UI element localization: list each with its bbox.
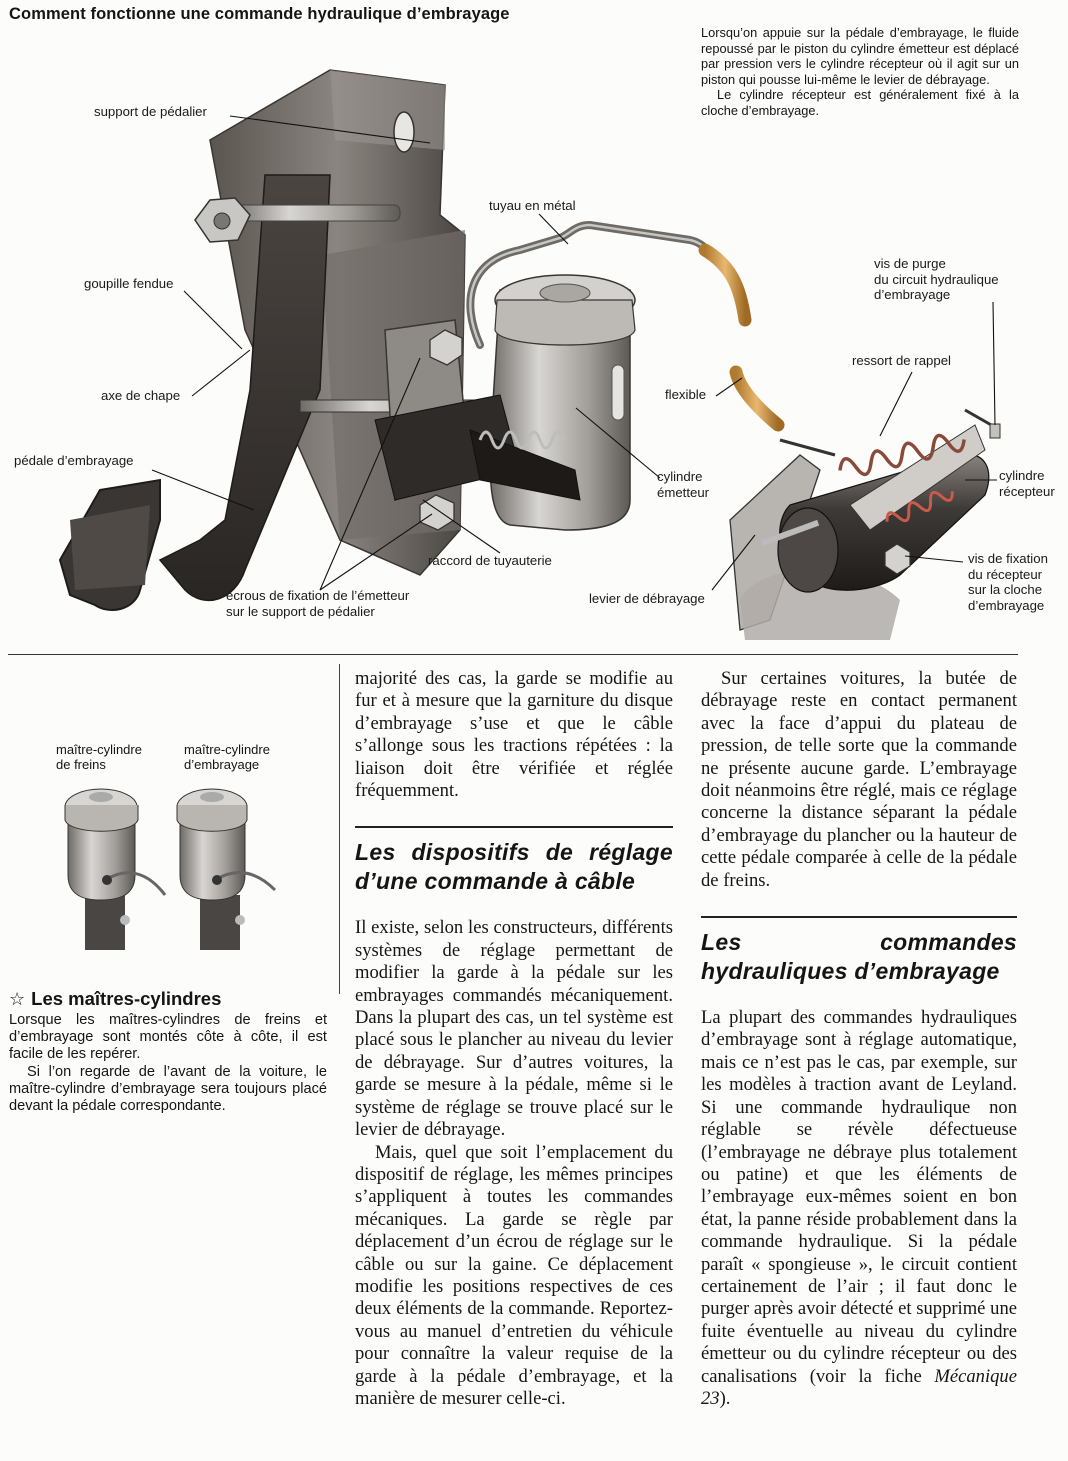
receiver-mounting-screw <box>884 543 911 575</box>
flexible-hose <box>729 365 785 432</box>
slave-cylinder <box>729 424 990 640</box>
sidebar-paragraph: Si l’on regarde de l’avant de la voiture… <box>9 1063 327 1115</box>
label-maitre-cylindre-embrayage: maître-cylindre d’embrayage <box>184 742 270 772</box>
label-vis-purge: vis de purge du circuit hydraulique d’em… <box>874 256 999 303</box>
label-vis-fixation: vis de fixation du récepteur sur la cloc… <box>968 551 1048 613</box>
sidebar-master-cylinders: ☆Les maîtres-cylindres Lorsque les maîtr… <box>9 988 327 1115</box>
label-goupille-fendue: goupille fendue <box>84 276 174 291</box>
heading-rule <box>701 916 1017 919</box>
col2-paragraph: Il existe, selon les constructeurs, diff… <box>355 917 673 1141</box>
section-divider <box>8 654 1018 655</box>
return-spring <box>838 433 966 477</box>
col2-paragraph: Mais, quel que soit l’emplacement du dis… <box>355 1141 673 1409</box>
col2-paragraph: majorité des cas, la garde se modifie au… <box>355 668 673 802</box>
label-cylindre-recepteur: cylindre récepteur <box>999 468 1055 499</box>
flexible-hose <box>698 243 752 327</box>
clutch-pedal <box>58 174 331 611</box>
label-ecrous-fixation: écrous de fixation de l’émetteur sur le … <box>226 588 410 619</box>
sidebar-heading: ☆Les maîtres-cylindres <box>9 988 222 1009</box>
label-tuyau-metal: tuyau en métal <box>489 198 576 213</box>
label-support-pedalier: support de pédalier <box>94 104 207 119</box>
intro-paragraph: Lorsqu’on appuie sur la pédale d’embraya… <box>701 25 1019 87</box>
label-maitre-cylindre-freins: maître-cylindre de freins <box>56 742 142 772</box>
sidebar-paragraph: Lorsque les maîtres-cylindres de freins … <box>9 1012 327 1063</box>
master-cylinders-photo <box>64 788 277 950</box>
pivot-bolt <box>194 197 401 243</box>
col3-heading: Les commandes hydrauliques d’embrayage <box>701 929 1017 984</box>
leader-lines <box>151 115 997 591</box>
column-separator <box>339 664 340 994</box>
mounting-nut <box>429 329 463 366</box>
col3-paragraph: Sur certaines voitures, la butée de débr… <box>701 668 1017 891</box>
page-title: Comment fonctionne une commande hydrauli… <box>9 5 510 23</box>
col2-heading: Les dispositifs de réglage d’une command… <box>355 839 673 894</box>
fiche-reference: Mécanique 23 <box>701 1365 1017 1409</box>
column-3: Sur certaines voitures, la butée de débr… <box>701 668 1017 1410</box>
star-icon: ☆ <box>9 989 26 1009</box>
label-flexible: flexible <box>665 387 707 402</box>
label-ressort-rappel: ressort de rappel <box>852 353 951 368</box>
receiver-spring <box>885 490 954 523</box>
label-cylindre-emetteur: cylindre émetteur <box>657 469 710 500</box>
label-raccord-tuyauterie: raccord de tuyauterie <box>428 553 552 568</box>
heading-rule <box>355 826 673 829</box>
master-spring <box>478 430 566 450</box>
label-axe-chape: axe de chape <box>101 388 181 403</box>
column-2: majorité des cas, la garde se modifie au… <box>355 668 673 1410</box>
label-levier-debrayage: levier de débrayage <box>589 591 705 606</box>
col3-paragraph: La plupart des commandes hydrauliques d’… <box>701 1007 1017 1409</box>
bleed-screw <box>989 423 1001 439</box>
label-pedale-embrayage: pédale d’embrayage <box>14 453 134 468</box>
intro-text: Lorsqu’on appuie sur la pédale d’embraya… <box>701 25 1019 119</box>
clutch-diagram-illustration <box>58 69 1001 640</box>
intro-paragraph: Le cylindre récepteur est généralement f… <box>701 87 1019 118</box>
master-cylinder <box>374 274 636 531</box>
